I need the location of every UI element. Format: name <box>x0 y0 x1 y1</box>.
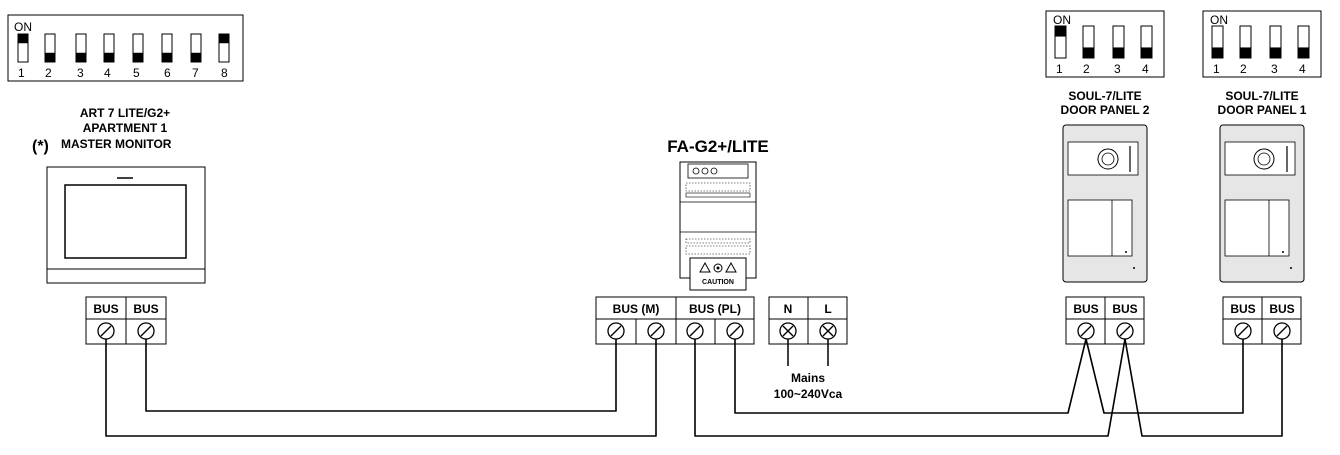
cross-terminal-icon[interactable] <box>819 322 837 340</box>
dip-on-label: ON <box>14 20 32 34</box>
dip-number: 6 <box>164 66 171 80</box>
terminal-label: BUS <box>93 302 118 316</box>
dip-number: 4 <box>1142 62 1149 76</box>
screw-terminal-icon[interactable] <box>1273 322 1291 340</box>
dip-switch-frame <box>7 14 244 82</box>
dip-number: 2 <box>1083 62 1090 76</box>
door-panel-2-terminal-block: BUS BUS <box>1065 296 1145 345</box>
dip-number: 4 <box>1299 62 1306 76</box>
dip-switch-4[interactable] <box>103 33 115 63</box>
door-panel-1-terminal-block: BUS BUS <box>1222 296 1302 345</box>
dip-numbers: 1 2 3 4 5 6 7 8 <box>18 66 228 80</box>
bus-wiring <box>105 338 1283 437</box>
terminal-label: BUS <box>1112 302 1137 316</box>
monitor-device-icon <box>46 166 206 284</box>
dip-switch-4[interactable] <box>1140 25 1153 59</box>
door-panel-1-title-line2: DOOR PANEL 1 <box>1218 103 1307 117</box>
screw-terminal-icon[interactable] <box>1077 322 1095 340</box>
dip-switches <box>1211 25 1310 59</box>
dip-switches <box>1054 25 1153 59</box>
monitor-dip-switch: ON 1 2 3 4 5 6 7 8 <box>7 14 244 82</box>
screw-terminal-icon[interactable] <box>686 322 704 340</box>
dip-switches <box>17 33 230 63</box>
door-panel-1-title-line1: SOUL-7/LITE <box>1225 89 1298 103</box>
dip-number: 1 <box>18 66 25 80</box>
monitor-title: ART 7 LITE/G2+ APARTMENT 1 (*) MASTER MO… <box>32 106 172 155</box>
monitor-terminal-block: BUS BUS <box>85 296 167 345</box>
line-label: L <box>824 302 831 316</box>
dip-number: 3 <box>1271 62 1278 76</box>
monitor-title-line3: MASTER MONITOR <box>61 137 172 151</box>
bus-wire <box>694 338 1283 437</box>
door-panel-2-dip-switch: ON 1 2 3 4 <box>1045 10 1165 78</box>
caution-label: CAUTION <box>702 279 734 286</box>
dip-switch-5[interactable] <box>132 33 144 63</box>
dip-switch-1[interactable] <box>17 33 29 63</box>
terminal-label: BUS <box>1230 302 1255 316</box>
terminal-label: BUS <box>1073 302 1098 316</box>
dip-number: 2 <box>45 66 52 80</box>
dip-number: 8 <box>221 66 228 80</box>
door-panel-1-device-icon <box>1219 124 1305 283</box>
bus-wire <box>145 339 617 412</box>
screw-terminal-icon[interactable] <box>97 322 115 340</box>
screw-terminal-icon[interactable] <box>607 322 625 340</box>
dip-number: 1 <box>1056 62 1063 76</box>
screw-terminal-icon[interactable] <box>647 322 665 340</box>
door-panel-2-title-line1: SOUL-7/LITE <box>1068 89 1141 103</box>
screw-terminal-icon[interactable] <box>726 322 744 340</box>
screw-terminal-icon[interactable] <box>1234 322 1252 340</box>
warning-triangle-icon <box>699 261 737 273</box>
mains-label-line2: 100~240Vca <box>774 387 843 401</box>
dip-switch-1[interactable] <box>1054 25 1067 59</box>
screw-terminal-icon[interactable] <box>137 322 155 340</box>
dip-switch-6[interactable] <box>161 33 173 63</box>
dip-number: 5 <box>133 66 140 80</box>
dip-switch-3[interactable] <box>75 33 87 63</box>
door-panel-2-device-icon <box>1062 124 1148 283</box>
door-panel-1-dip-switch: ON 1 2 3 4 <box>1202 10 1322 78</box>
dip-number: 1 <box>1213 62 1220 76</box>
bus-wire <box>734 338 1244 414</box>
terminal-label: BUS <box>1269 302 1294 316</box>
bus-wire <box>105 339 657 437</box>
door-panel-2-title-line2: DOOR PANEL 2 <box>1061 103 1150 117</box>
dip-switch-3[interactable] <box>1269 25 1282 59</box>
neutral-label: N <box>784 302 793 316</box>
monitor-title-line2: APARTMENT 1 <box>83 121 168 135</box>
dip-switch-8[interactable] <box>218 33 230 63</box>
dip-switch-7[interactable] <box>190 33 202 63</box>
dip-switch-1[interactable] <box>1211 25 1224 59</box>
cross-terminal-icon[interactable] <box>779 322 797 340</box>
screw-terminal-icon[interactable] <box>1116 322 1134 340</box>
dip-number: 3 <box>1114 62 1121 76</box>
power-supply-terminal-block: BUS (M) BUS (PL) <box>595 296 755 345</box>
mains-leads <box>787 339 829 366</box>
bus-pl-label: BUS (PL) <box>689 302 741 316</box>
power-supply-device-icon: CAUTION <box>679 161 757 291</box>
bus-m-label: BUS (M) <box>613 302 660 316</box>
dip-number: 3 <box>77 66 84 80</box>
dip-number: 2 <box>1240 62 1247 76</box>
dip-switch-2[interactable] <box>44 33 56 63</box>
monitor-title-line1: ART 7 LITE/G2+ <box>80 106 170 120</box>
mains-label-line1: Mains <box>791 371 825 385</box>
dip-switch-2[interactable] <box>1082 25 1095 59</box>
mains-terminal-block: N L <box>768 296 848 345</box>
dip-switch-2[interactable] <box>1239 25 1252 59</box>
dip-switch-3[interactable] <box>1112 25 1125 59</box>
dip-number: 4 <box>104 66 111 80</box>
power-supply-title: FA-G2+/LITE <box>667 137 769 156</box>
dip-number: 7 <box>192 66 199 80</box>
dip-on-label: ON <box>1053 13 1071 27</box>
dip-switch-4[interactable] <box>1297 25 1310 59</box>
terminal-label: BUS <box>133 302 158 316</box>
asterisk-note: (*) <box>32 138 49 155</box>
dip-on-label: ON <box>1210 13 1228 27</box>
